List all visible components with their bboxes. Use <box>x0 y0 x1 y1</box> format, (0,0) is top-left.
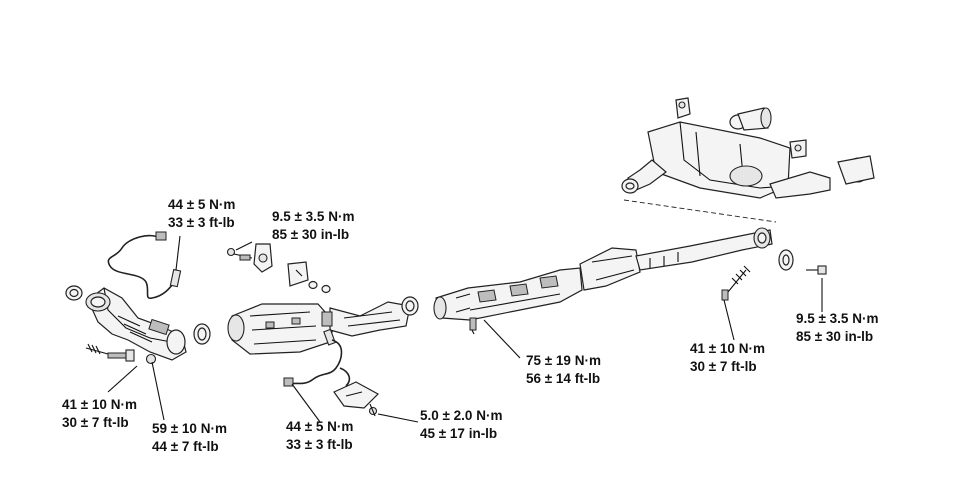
torque-value-nm: 41 ± 10 N·m <box>690 341 765 356</box>
exhaust-manifold <box>65 285 211 365</box>
torque-value-imperial: 30 ± 7 ft-lb <box>690 359 757 374</box>
center-pipe <box>433 227 773 335</box>
torque-value-nm: 41 ± 10 N·m <box>62 397 137 412</box>
torque-value-imperial: 85 ± 30 in-lb <box>272 227 350 242</box>
torque-value-nm: 75 ± 19 N·m <box>526 353 601 368</box>
torque-value-imperial: 30 ± 7 ft-lb <box>62 415 129 430</box>
torque-value-nm: 9.5 ± 3.5 N·m <box>272 209 355 224</box>
connector-dash-line <box>623 199 777 223</box>
torque-label-center-pipe-bolt: 75 ± 19 N·m 56 ± 14 ft-lb <box>526 352 601 388</box>
lower-bracket <box>333 381 379 417</box>
torque-label-rear-o2-sensor: 44 ± 5 N·m 33 ± 3 ft-lb <box>286 418 353 454</box>
torque-value-imperial: 44 ± 7 ft-lb <box>152 439 219 454</box>
torque-value-nm: 44 ± 5 N·m <box>286 419 354 434</box>
leader-lines <box>107 235 823 423</box>
torque-label-heat-shield-bolt: 9.5 ± 3.5 N·m 85 ± 30 in-lb <box>272 208 354 244</box>
torque-label-front-o2-sensor: 44 ± 5 N·m 33 ± 3 ft-lb <box>168 196 235 232</box>
torque-value-imperial: 33 ± 3 ft-lb <box>286 437 353 452</box>
muffler-assembly <box>621 97 875 199</box>
torque-value-imperial: 45 ± 17 in-lb <box>420 426 498 441</box>
torque-value-imperial: 33 ± 3 ft-lb <box>168 215 235 230</box>
torque-label-rear-flange-stud: 41 ± 10 N·m 30 ± 7 ft-lb <box>690 340 765 376</box>
torque-value-nm: 59 ± 10 N·m <box>152 421 227 436</box>
torque-label-manifold-nut: 59 ± 10 N·m 44 ± 7 ft-lb <box>152 420 227 456</box>
front-o2-sensor <box>107 231 182 300</box>
rear-flange <box>721 249 827 301</box>
torque-label-muffler-hanger-bolt: 9.5 ± 3.5 N·m 85 ± 30 in-lb <box>796 310 878 346</box>
torque-value-imperial: 56 ± 14 ft-lb <box>526 371 601 386</box>
torque-value-nm: 9.5 ± 3.5 N·m <box>796 311 879 326</box>
torque-label-manifold-stud: 41 ± 10 N·m 30 ± 7 ft-lb <box>62 396 137 432</box>
mid-gasket-inner <box>405 300 415 312</box>
rear-o2-sensor <box>283 328 351 387</box>
torque-value-nm: 5.0 ± 2.0 N·m <box>420 408 503 423</box>
torque-value-nm: 44 ± 5 N·m <box>168 197 236 212</box>
front-catalytic-converter <box>227 301 411 355</box>
heat-shield-bracket <box>226 243 331 294</box>
torque-value-imperial: 85 ± 30 in-lb <box>796 329 874 344</box>
torque-label-bracket-bolt: 5.0 ± 2.0 N·m 45 ± 17 in-lb <box>420 407 502 443</box>
